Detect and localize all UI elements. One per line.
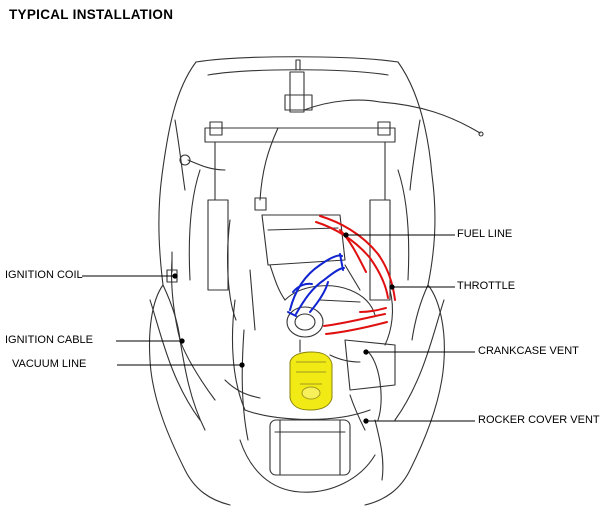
left-fairing	[149, 61, 231, 506]
module-highlight	[289, 351, 333, 411]
label-throttle: THROTTLE	[457, 280, 516, 292]
throttle-cable-highlight	[287, 253, 345, 317]
right-fairing	[364, 61, 445, 506]
label-ignition-cable: IGNITION CABLE	[5, 334, 94, 346]
label-fuel-line: FUEL LINE	[457, 228, 513, 240]
label-vacuum-line: VACUUM LINE	[12, 358, 87, 370]
label-crankcase-vent: CRANKCASE VENT	[478, 345, 579, 357]
label-ignition-coil: IGNITION COIL	[5, 269, 83, 281]
diagram-title: TYPICAL INSTALLATION	[9, 7, 174, 22]
fuel-line-highlight	[315, 215, 396, 335]
label-rocker-cover-vent: ROCKER COVER VENT	[478, 414, 600, 426]
